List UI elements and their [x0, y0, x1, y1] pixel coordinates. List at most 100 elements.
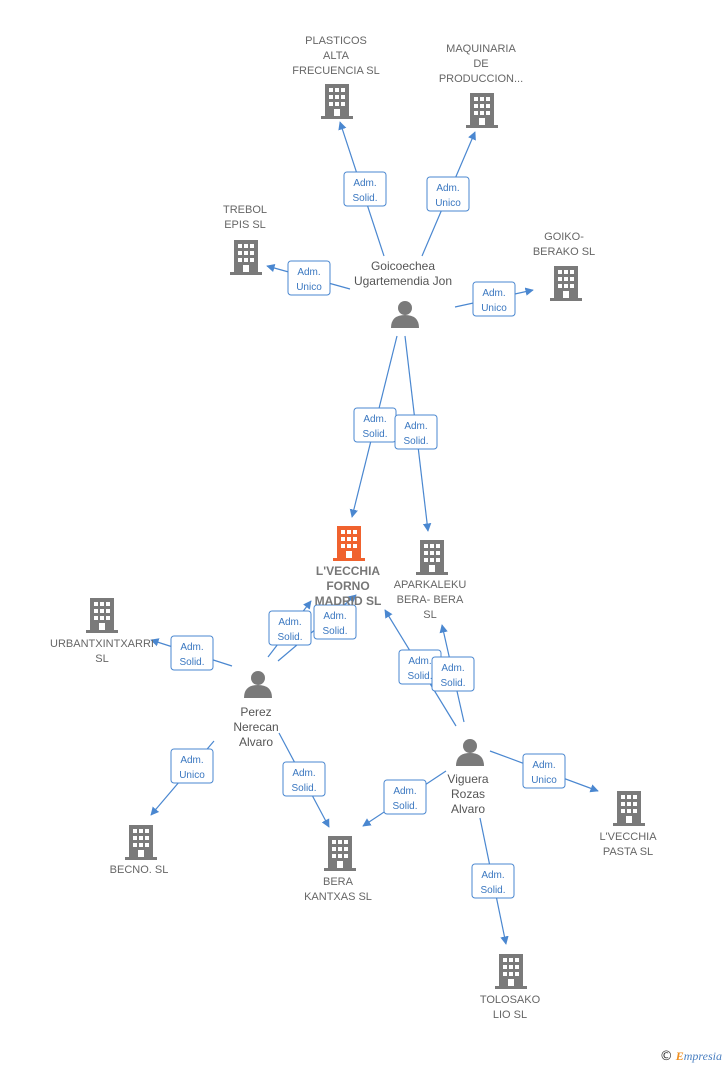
building-icon[interactable]: [230, 240, 262, 275]
role-badge-text: Unico: [435, 198, 461, 209]
node-label-line: MAQUINARIA: [446, 43, 516, 55]
role-badge-text: Solid.: [291, 783, 316, 794]
building-icon[interactable]: [416, 540, 448, 575]
role-badge[interactable]: Adm.Unico: [472, 281, 516, 317]
role-badge-text: Adm.: [363, 414, 386, 425]
node-label-line: Rozas: [450, 787, 485, 801]
node-label-line: APARKALEKU: [393, 579, 467, 591]
role-badge-text: Unico: [179, 770, 205, 781]
building-icon[interactable]: [321, 84, 353, 119]
person-icon[interactable]: [391, 301, 419, 328]
role-badge-text: Adm.: [292, 768, 315, 779]
node-label-line: L'VECCHIA: [315, 564, 381, 578]
role-badge[interactable]: Adm.Unico: [170, 748, 214, 784]
node-label-line: FORNO: [326, 579, 370, 593]
node-label-line: Perez: [240, 705, 272, 719]
building-icon[interactable]: [613, 791, 645, 826]
role-badge-box: [170, 635, 214, 671]
nodes-layer: [86, 84, 645, 989]
role-badge[interactable]: Adm.Solid.: [398, 649, 442, 685]
building-icon[interactable]: [324, 836, 356, 871]
building-icon[interactable]: [466, 93, 498, 128]
node-label-line: Nerecan: [233, 720, 279, 734]
role-badge-text: Solid.: [440, 678, 465, 689]
role-badge-box: [313, 604, 357, 640]
role-badge-text: Adm.: [297, 267, 320, 278]
role-badge-box: [343, 171, 387, 207]
role-badge[interactable]: Adm.Solid.: [383, 779, 427, 815]
role-badge-box: [268, 610, 312, 646]
role-badge-text: Solid.: [179, 657, 204, 668]
role-badge-text: Adm.: [180, 642, 203, 653]
node-label-tolosako[interactable]: TOLOSAKO LIO SL: [480, 993, 540, 1023]
role-badge-text: Solid.: [277, 632, 302, 643]
node-label-line: Goicoechea: [370, 259, 436, 273]
node-label-line: TREBOL: [222, 204, 268, 216]
person-icon[interactable]: [244, 671, 272, 698]
role-badge-box: [287, 260, 331, 296]
role-badge-box: [426, 176, 470, 212]
node-label-line: PRODUCCION...: [438, 73, 524, 85]
role-badge[interactable]: Adm. Solid.: [353, 407, 397, 443]
node-label-maquinaria[interactable]: MAQUINARIA DE PRODUCCION...: [439, 42, 523, 87]
node-label-line: SL: [95, 653, 109, 665]
role-badge-text: Adm.: [436, 183, 459, 194]
node-label-becno[interactable]: BECNO. SL: [110, 863, 169, 878]
building-icon[interactable]: [550, 266, 582, 301]
building-icon[interactable]: [86, 598, 118, 633]
building-icon[interactable]: [495, 954, 527, 989]
role-badge-box: [282, 761, 326, 797]
role-badge-text: Adm.: [532, 760, 555, 771]
role-badge-text: Solid.: [392, 801, 417, 812]
role-badge-text: Unico: [531, 775, 557, 786]
role-badge-box: [383, 779, 427, 815]
role-badge[interactable]: Adm. Solid.: [471, 863, 515, 899]
role-badge[interactable]: Adm.Solid.: [268, 610, 312, 646]
role-badge-box: [522, 753, 566, 789]
node-label-line: DE: [473, 58, 489, 70]
role-badge[interactable]: Adm. Unico: [426, 176, 470, 212]
node-label-line: GOIKO-: [544, 231, 584, 243]
role-badge-text: Adm.: [404, 421, 427, 432]
role-badge[interactable]: Adm. Solid.: [394, 414, 438, 450]
node-label-line: ALTA: [323, 50, 349, 62]
role-badge-text: Solid.: [362, 429, 387, 440]
role-badge-box: [394, 414, 438, 450]
brand-initial: E: [675, 1049, 684, 1063]
role-badge[interactable]: Adm.Unico: [287, 260, 331, 296]
role-badge-text: Adm.: [482, 288, 505, 299]
role-badge-text: Solid.: [322, 626, 347, 637]
node-label-line: TOLOSAKO: [479, 994, 541, 1006]
node-label-line: LIO SL: [492, 1009, 528, 1021]
role-badge[interactable]: Adm. Solid.: [431, 656, 475, 692]
person-icon[interactable]: [456, 739, 484, 766]
role-badge-text: Adm.: [441, 663, 464, 674]
node-label-line: MADRID SL: [314, 594, 382, 608]
role-badge-text: Adm.: [408, 656, 431, 667]
role-badge-text: Adm.: [481, 870, 504, 881]
building-icon[interactable]: [125, 825, 157, 860]
role-badge[interactable]: Adm. Solid.: [170, 635, 214, 671]
building-icon[interactable]: [333, 526, 365, 561]
role-badge[interactable]: Adm.Solid.: [313, 604, 357, 640]
role-badge-text: Solid.: [480, 885, 505, 896]
brand-name: mpresia: [683, 1049, 722, 1063]
copyright-footer: © Empresia: [660, 1049, 722, 1064]
role-badge[interactable]: Adm.Solid.: [343, 171, 387, 207]
role-badge-text: Solid.: [403, 436, 428, 447]
role-badge-text: Adm.: [353, 178, 376, 189]
node-label-goikoberako[interactable]: GOIKO-BERAKO SL: [533, 230, 595, 260]
role-badge[interactable]: Adm. Solid.: [282, 761, 326, 797]
role-badge[interactable]: Adm. Unico: [522, 753, 566, 789]
